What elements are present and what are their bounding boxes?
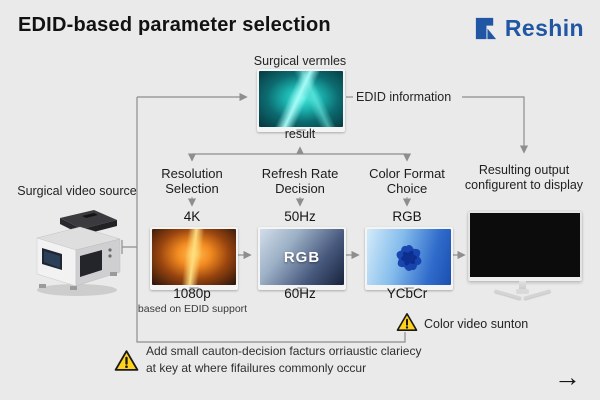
output-monitor-screen xyxy=(468,211,582,281)
vermles-label: Surgical vermles xyxy=(253,54,347,68)
value-refresh-top: 50Hz xyxy=(284,209,316,224)
result-label: result xyxy=(284,127,316,141)
surgical-camera-illustration xyxy=(36,210,121,296)
warning-icon xyxy=(114,350,139,371)
bloom-flower-icon xyxy=(396,245,422,271)
blue-bloom-image xyxy=(367,229,451,285)
value-colorformat-bottom: YCbCr xyxy=(386,286,428,301)
vermles-thumbnail xyxy=(257,69,345,132)
colorformat-thumbnail xyxy=(365,227,453,290)
resolution-note: based on EDID support xyxy=(137,303,248,315)
value-colorformat-top: RGB xyxy=(392,209,422,224)
brand-logo: Reshin xyxy=(473,15,584,42)
column-title-line: Refresh Rate xyxy=(261,166,339,181)
column-title-line: Choice xyxy=(386,181,428,196)
color-warning-label: Color video sunton xyxy=(424,317,529,331)
value-resolution-top: 4K xyxy=(183,209,201,224)
column-title-colorformat: Color Format Choice xyxy=(347,166,467,196)
edid-information-label: EDID information xyxy=(356,90,452,104)
output-label: Resulting output configurent to display xyxy=(455,163,593,193)
output-label-line: Resulting output xyxy=(478,163,570,177)
caution-note: Add small cauton-decision facturs orriau… xyxy=(146,343,421,376)
rgb-screen-text: RGB xyxy=(283,248,321,266)
rgb-screen-image: RGB xyxy=(260,229,344,285)
refresh-thumbnail: RGB xyxy=(258,227,346,290)
caution-note-line: at key at where fifailures commonly occu… xyxy=(146,360,367,375)
column-title-resolution: Resolution Selection xyxy=(132,166,252,196)
page-title: EDID-based parameter selection xyxy=(18,14,331,36)
column-title-line: Color Format xyxy=(369,166,445,181)
value-refresh-bottom: 60Hz xyxy=(284,286,316,301)
column-title-line: Resolution xyxy=(161,166,223,181)
teal-abstract-image xyxy=(259,71,343,127)
resolution-thumbnail xyxy=(150,227,238,290)
column-title-line: Decision xyxy=(275,181,325,196)
source-label: Surgical video source xyxy=(17,184,137,198)
output-monitor-stand-hub xyxy=(516,289,529,294)
caution-note-line: Add small cauton-decision facturs orriau… xyxy=(146,344,422,358)
warning-icon xyxy=(396,313,418,331)
column-title-line: Selection xyxy=(165,181,219,196)
brand-name: Reshin xyxy=(504,15,584,41)
next-arrow[interactable]: → xyxy=(554,362,581,392)
orange-abstract-image xyxy=(152,229,236,285)
value-resolution-bottom: 1080p xyxy=(173,286,211,301)
output-label-line: configurent to display xyxy=(464,178,584,192)
output-monitor-stand xyxy=(519,281,526,291)
reshin-logo-icon xyxy=(475,17,496,40)
column-title-refresh: Refresh Rate Decision xyxy=(240,166,360,196)
